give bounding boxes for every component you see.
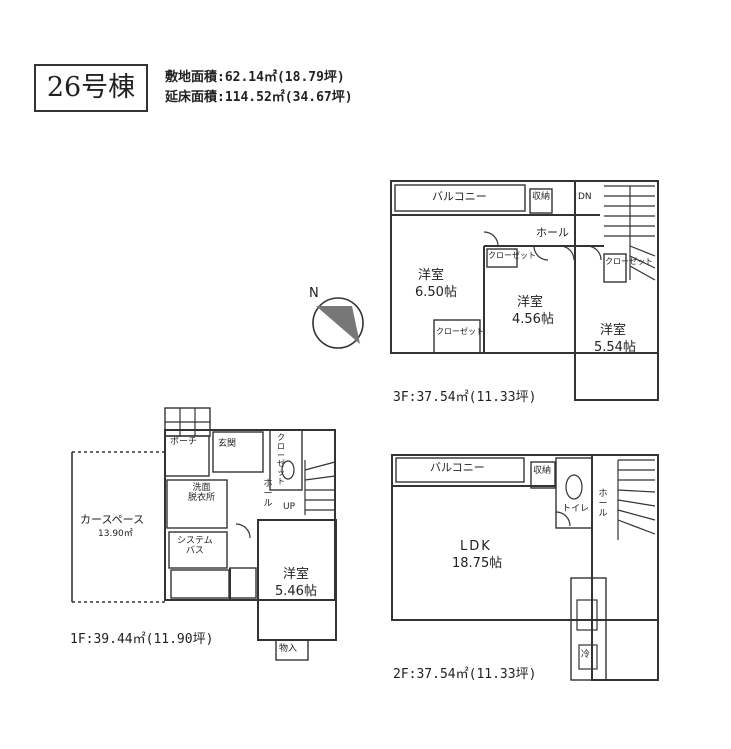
f1-hall: ホール	[263, 479, 273, 509]
f2-hall: ホール	[598, 489, 608, 519]
f2-area-label: 2F:37.54㎡(11.33坪)	[393, 667, 537, 682]
f3-balcony: バルコニー	[432, 190, 487, 203]
f3-western-c-size: 5.54帖	[594, 340, 636, 355]
f2-ldk: LDK	[460, 539, 492, 554]
f1-western: 洋室	[283, 567, 310, 582]
f1-area-label: 1F:39.44㎡(11.90坪)	[70, 632, 214, 647]
compass	[312, 297, 364, 349]
building-number: 26号棟	[34, 64, 148, 112]
f2-storage: 収納	[533, 466, 552, 476]
f1-bath: システム バス	[177, 536, 213, 556]
f1-western-size: 5.46帖	[275, 584, 317, 599]
f2-wc: トイレ	[562, 504, 590, 514]
f3-hall: ホール	[536, 226, 569, 239]
f3-western-c: 洋室	[600, 323, 627, 338]
f3-western-a-size: 6.50帖	[415, 285, 457, 300]
f1-washroom: 洗面 脱衣所	[188, 483, 216, 503]
site-area: 敷地面積:62.14㎡(18.79坪)	[165, 70, 345, 85]
f3-western-a: 洋室	[418, 268, 445, 283]
f3-closet2: クローゼット	[436, 327, 484, 336]
f2-refrigerator: 冷	[581, 650, 591, 660]
f3-dn: DN	[578, 192, 592, 202]
f3-area-label: 3F:37.54㎡(11.33坪)	[393, 390, 537, 405]
f2-balcony: バルコニー	[430, 461, 485, 474]
floor-area: 延床面積:114.52㎡(34.67坪)	[165, 90, 353, 105]
f3-storage: 収納	[532, 192, 551, 202]
f1-car-space-area: 13.90㎡	[98, 529, 133, 539]
f1-closet: クローゼット	[277, 433, 285, 486]
floor2-plan	[391, 454, 659, 681]
f1-up: UP	[283, 502, 296, 512]
floor1-plan	[71, 407, 337, 661]
f1-entrance: 玄関	[218, 439, 237, 449]
f3-western-b-size: 4.56帖	[512, 312, 554, 327]
f3-western-b: 洋室	[517, 295, 544, 310]
f3-closet3: クローゼット	[605, 257, 653, 266]
f1-storage: 物入	[279, 644, 298, 654]
floor3-plan	[390, 180, 659, 401]
f2-ldk-size: 18.75帖	[452, 556, 503, 571]
f3-closet1: クローゼット	[488, 251, 536, 260]
north-label: N	[309, 286, 319, 301]
f1-porch: ポーチ	[170, 437, 198, 447]
f1-car-space: カースペース	[80, 513, 145, 526]
